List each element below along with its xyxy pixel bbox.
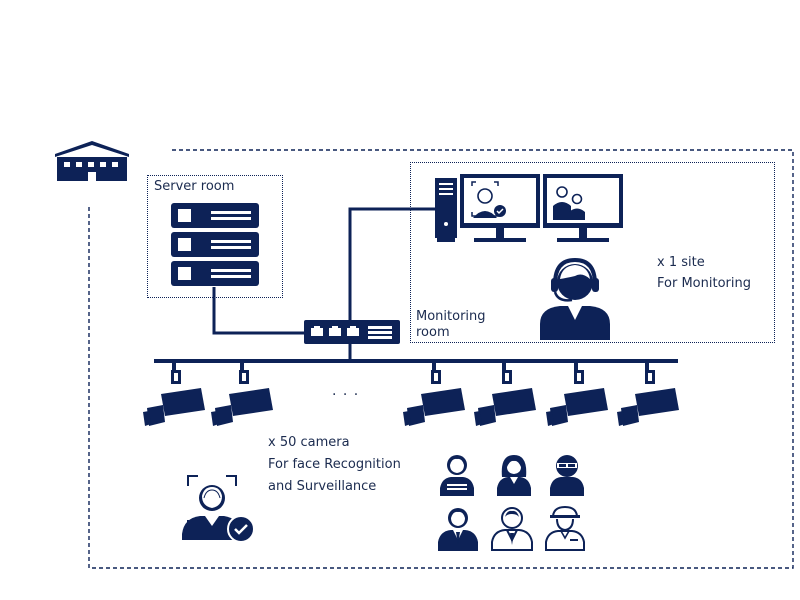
server-room-title: Server room: [154, 179, 235, 194]
monitoring-purpose: For Monitoring: [657, 276, 751, 291]
operator-headset-icon: [540, 257, 610, 340]
person-masked-icon: [550, 455, 584, 496]
building-icon: [55, 141, 129, 181]
cctv-camera-icon: [143, 370, 205, 426]
camera-purpose-line2: and Surveillance: [268, 479, 377, 494]
cctv-camera-icon: [211, 370, 273, 426]
monitoring-room-title-line2: room: [416, 325, 450, 340]
monitoring-room-box: [410, 162, 775, 343]
pc-tower-icon: [435, 178, 457, 242]
cctv-camera-icon: [403, 370, 465, 426]
network-bus: [154, 359, 678, 363]
camera-ellipsis: . . .: [332, 383, 360, 399]
person-guard-icon: [545, 505, 585, 551]
person-suit-outline-icon: [491, 507, 533, 551]
person-female-icon: [497, 455, 531, 496]
cctv-camera-icon: [474, 370, 536, 426]
face-scan-check-icon: [182, 475, 255, 543]
monitoring-room-title-line1: Monitoring: [416, 309, 486, 324]
server-rack-icon: [171, 203, 259, 286]
person-suit-icon: [438, 508, 478, 551]
monitor-face-recognition-icon: [460, 174, 540, 242]
person-male-icon: [440, 455, 474, 496]
monitor-people-icon: [543, 174, 623, 242]
network-switch-icon: [304, 320, 400, 344]
monitoring-site-count: x 1 site: [657, 255, 705, 270]
cctv-camera-icon: [617, 370, 679, 426]
cctv-camera-icon: [546, 370, 608, 426]
camera-purpose-line1: For face Recognition: [268, 457, 401, 472]
camera-count: x 50 camera: [268, 435, 350, 450]
